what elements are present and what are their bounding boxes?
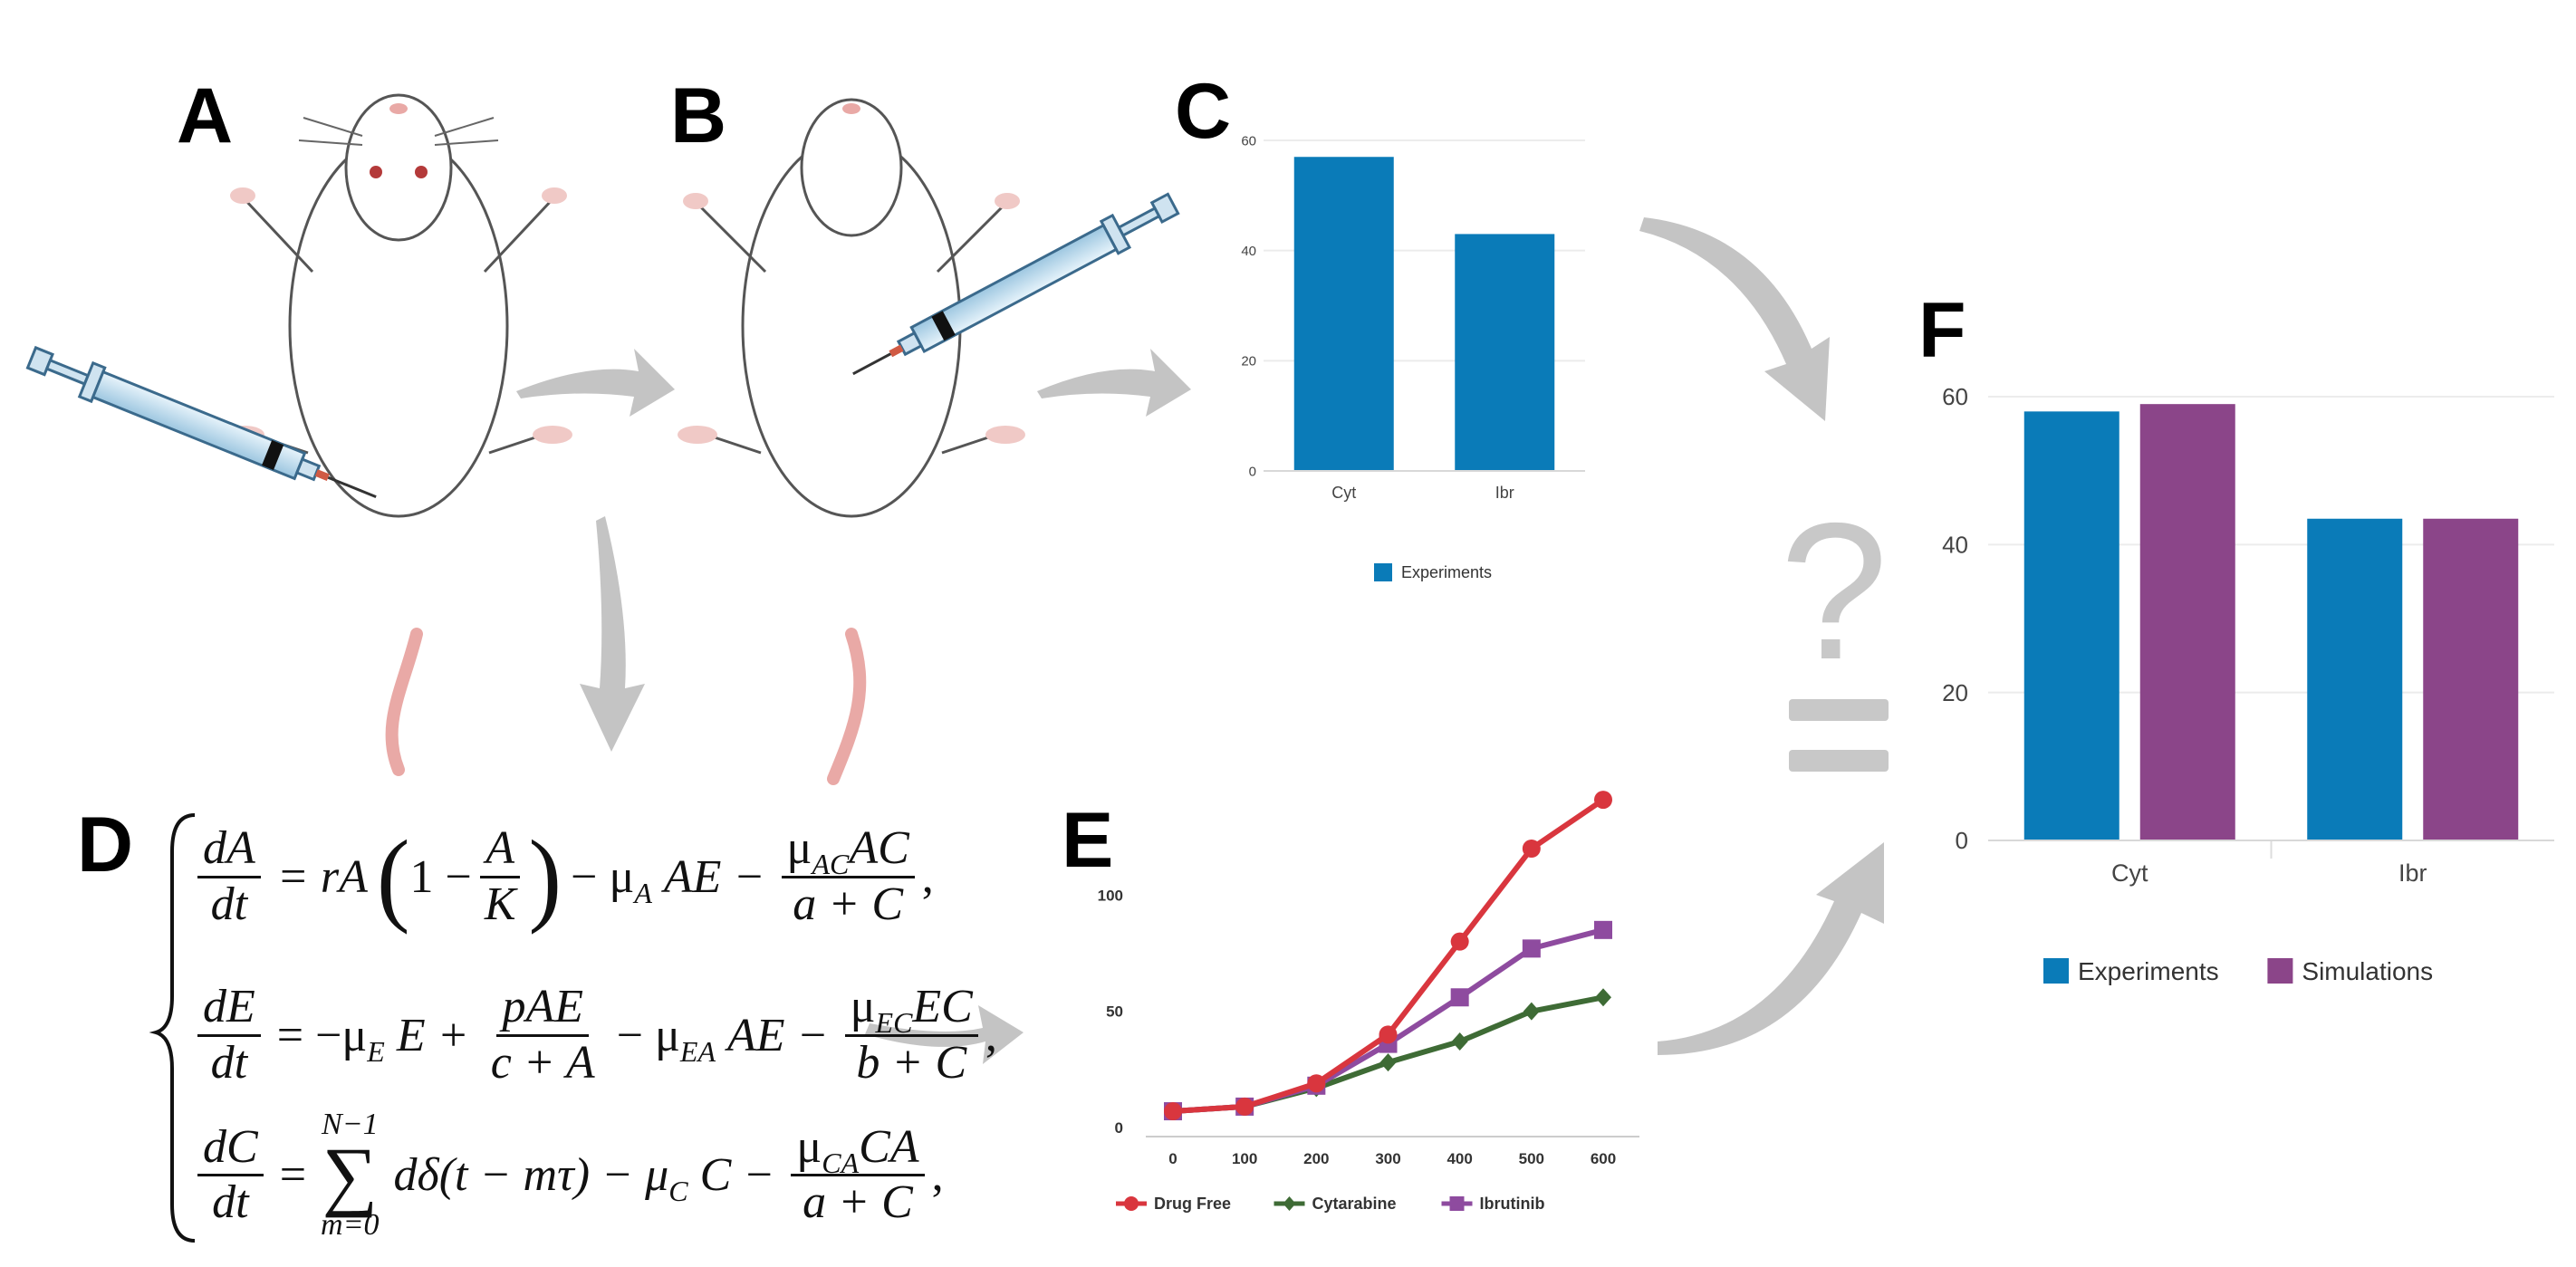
y-tick-label: 20 [1241, 354, 1256, 370]
legend-marker [1283, 1196, 1296, 1211]
bar-ibr-experiments [2307, 518, 2403, 840]
legend-swatch [1374, 563, 1392, 581]
arrows [516, 217, 1884, 1064]
y-tick-label: 0 [1115, 1119, 1123, 1137]
legend-label: Experiments [1401, 563, 1492, 581]
arrow-c-to-f-icon [1639, 217, 1830, 421]
bar-ibr-experiments [1455, 234, 1555, 471]
point-drug-free [1379, 1025, 1398, 1044]
syringe-b-icon [852, 192, 1180, 376]
legend-label: Ibrutinib [1480, 1195, 1545, 1213]
mouse-a-icon [225, 93, 572, 776]
panel-label-b: B [670, 72, 727, 159]
bar-ibr-simulations [2423, 518, 2519, 840]
y-tick-label: 20 [1942, 679, 1968, 706]
point-drug-free [1235, 1097, 1254, 1116]
point-drug-free [1594, 791, 1612, 810]
x-tick-label: 100 [1232, 1150, 1257, 1167]
legend-marker [1124, 1196, 1139, 1211]
syringe-a-icon [25, 345, 377, 498]
legend-label: Drug Free [1154, 1195, 1231, 1213]
x-tick-label: Ibr [2398, 859, 2427, 887]
mouse-b-icon [678, 98, 1025, 785]
x-tick-label: 400 [1447, 1150, 1472, 1167]
arrow-a-to-d-icon [580, 516, 645, 752]
panel-label-f: F [1918, 287, 1966, 374]
point-cytarabine [1451, 1032, 1468, 1051]
panel-label-d: D [77, 801, 134, 888]
x-tick-label: Cyt [1331, 484, 1356, 502]
legend-marker [1449, 1196, 1465, 1211]
arrow-b-to-c-icon [1037, 349, 1191, 417]
point-cytarabine [1523, 1002, 1540, 1021]
y-tick-label: 50 [1106, 1003, 1123, 1021]
bar-cyt-experiments [2023, 411, 2119, 840]
x-tick-label: Cyt [2111, 859, 2148, 887]
point-cytarabine [1379, 1053, 1397, 1072]
point-ibrutinib [1522, 939, 1541, 958]
x-tick-label: Ibr [1495, 484, 1514, 502]
x-tick-label: 500 [1519, 1150, 1544, 1167]
point-drug-free [1522, 840, 1541, 858]
legend-swatch [2043, 958, 2069, 984]
bar-cyt-simulations [2139, 404, 2235, 840]
panel-label-c: C [1175, 68, 1232, 155]
point-ibrutinib [1594, 920, 1612, 939]
y-tick-label: 60 [1942, 383, 1968, 410]
legend-label: Simulations [2302, 957, 2433, 985]
x-tick-label: 0 [1168, 1150, 1177, 1167]
equation-brace-icon [149, 813, 196, 1243]
point-ibrutinib [1450, 988, 1469, 1007]
bar-cyt-experiments [1293, 157, 1394, 471]
arrow-e-to-f-icon [1658, 842, 1884, 1055]
x-tick-label: 200 [1303, 1150, 1329, 1167]
point-drug-free [1450, 932, 1469, 951]
legend-swatch [2267, 958, 2293, 984]
legend-label: Cytarabine [1312, 1195, 1397, 1213]
panel-label-e: E [1062, 797, 1114, 884]
equality-sign-icon [1789, 699, 1889, 772]
y-tick-label: 0 [1249, 464, 1256, 479]
point-cytarabine [1595, 988, 1611, 1007]
panel-label-a: A [177, 72, 234, 159]
y-tick-label: 100 [1098, 887, 1123, 904]
y-tick-label: 40 [1241, 244, 1256, 259]
point-drug-free [1164, 1102, 1182, 1121]
y-tick-label: 40 [1942, 531, 1968, 558]
question-mark: ? [1780, 482, 1889, 700]
y-tick-label: 0 [1956, 827, 1968, 854]
x-tick-label: 300 [1375, 1150, 1400, 1167]
x-tick-label: 600 [1591, 1150, 1616, 1167]
point-drug-free [1307, 1074, 1326, 1093]
y-tick-label: 60 [1241, 133, 1256, 149]
arrow-a-to-b-icon [516, 349, 675, 417]
legend-label: Experiments [2078, 957, 2219, 985]
